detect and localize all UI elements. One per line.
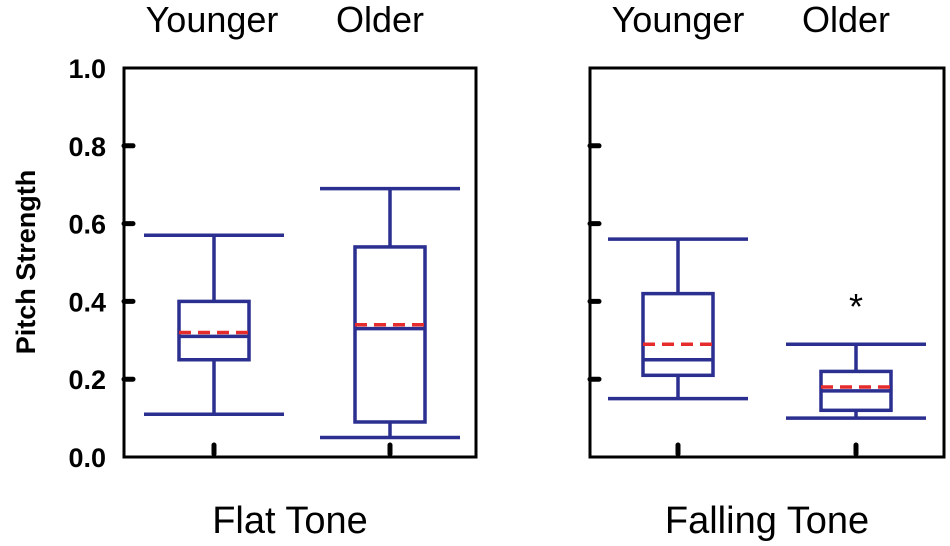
y-tick-label: 0.4 xyxy=(68,287,106,317)
group-label: Older xyxy=(336,0,424,40)
axis-frame xyxy=(588,66,946,459)
box-younger xyxy=(144,233,284,416)
significance-marker: * xyxy=(849,286,863,327)
panel-title: Flat Tone xyxy=(212,500,368,542)
y-tick-labels: 0.0 0.2 0.4 0.6 0.8 1.0 xyxy=(68,54,106,473)
y-tick-label: 0.0 xyxy=(68,443,106,473)
y-axis-label: Pitch Strength xyxy=(11,170,41,355)
y-tick-label: 1.0 xyxy=(68,54,106,84)
axis-frame xyxy=(122,66,478,459)
iqr-box xyxy=(177,299,251,362)
y-tick-label: 0.6 xyxy=(68,210,106,240)
y-tick-label: 0.8 xyxy=(68,132,106,162)
group-label: Older xyxy=(802,0,890,40)
box-older xyxy=(320,186,460,440)
group-label: Younger xyxy=(146,0,279,40)
box-younger xyxy=(608,237,748,401)
box-older: * xyxy=(786,286,926,420)
y-tick-label: 0.2 xyxy=(68,365,106,395)
panel-title: Falling Tone xyxy=(665,500,869,542)
iqr-box xyxy=(641,291,715,378)
iqr-box xyxy=(353,245,427,424)
group-label: Younger xyxy=(612,0,745,40)
